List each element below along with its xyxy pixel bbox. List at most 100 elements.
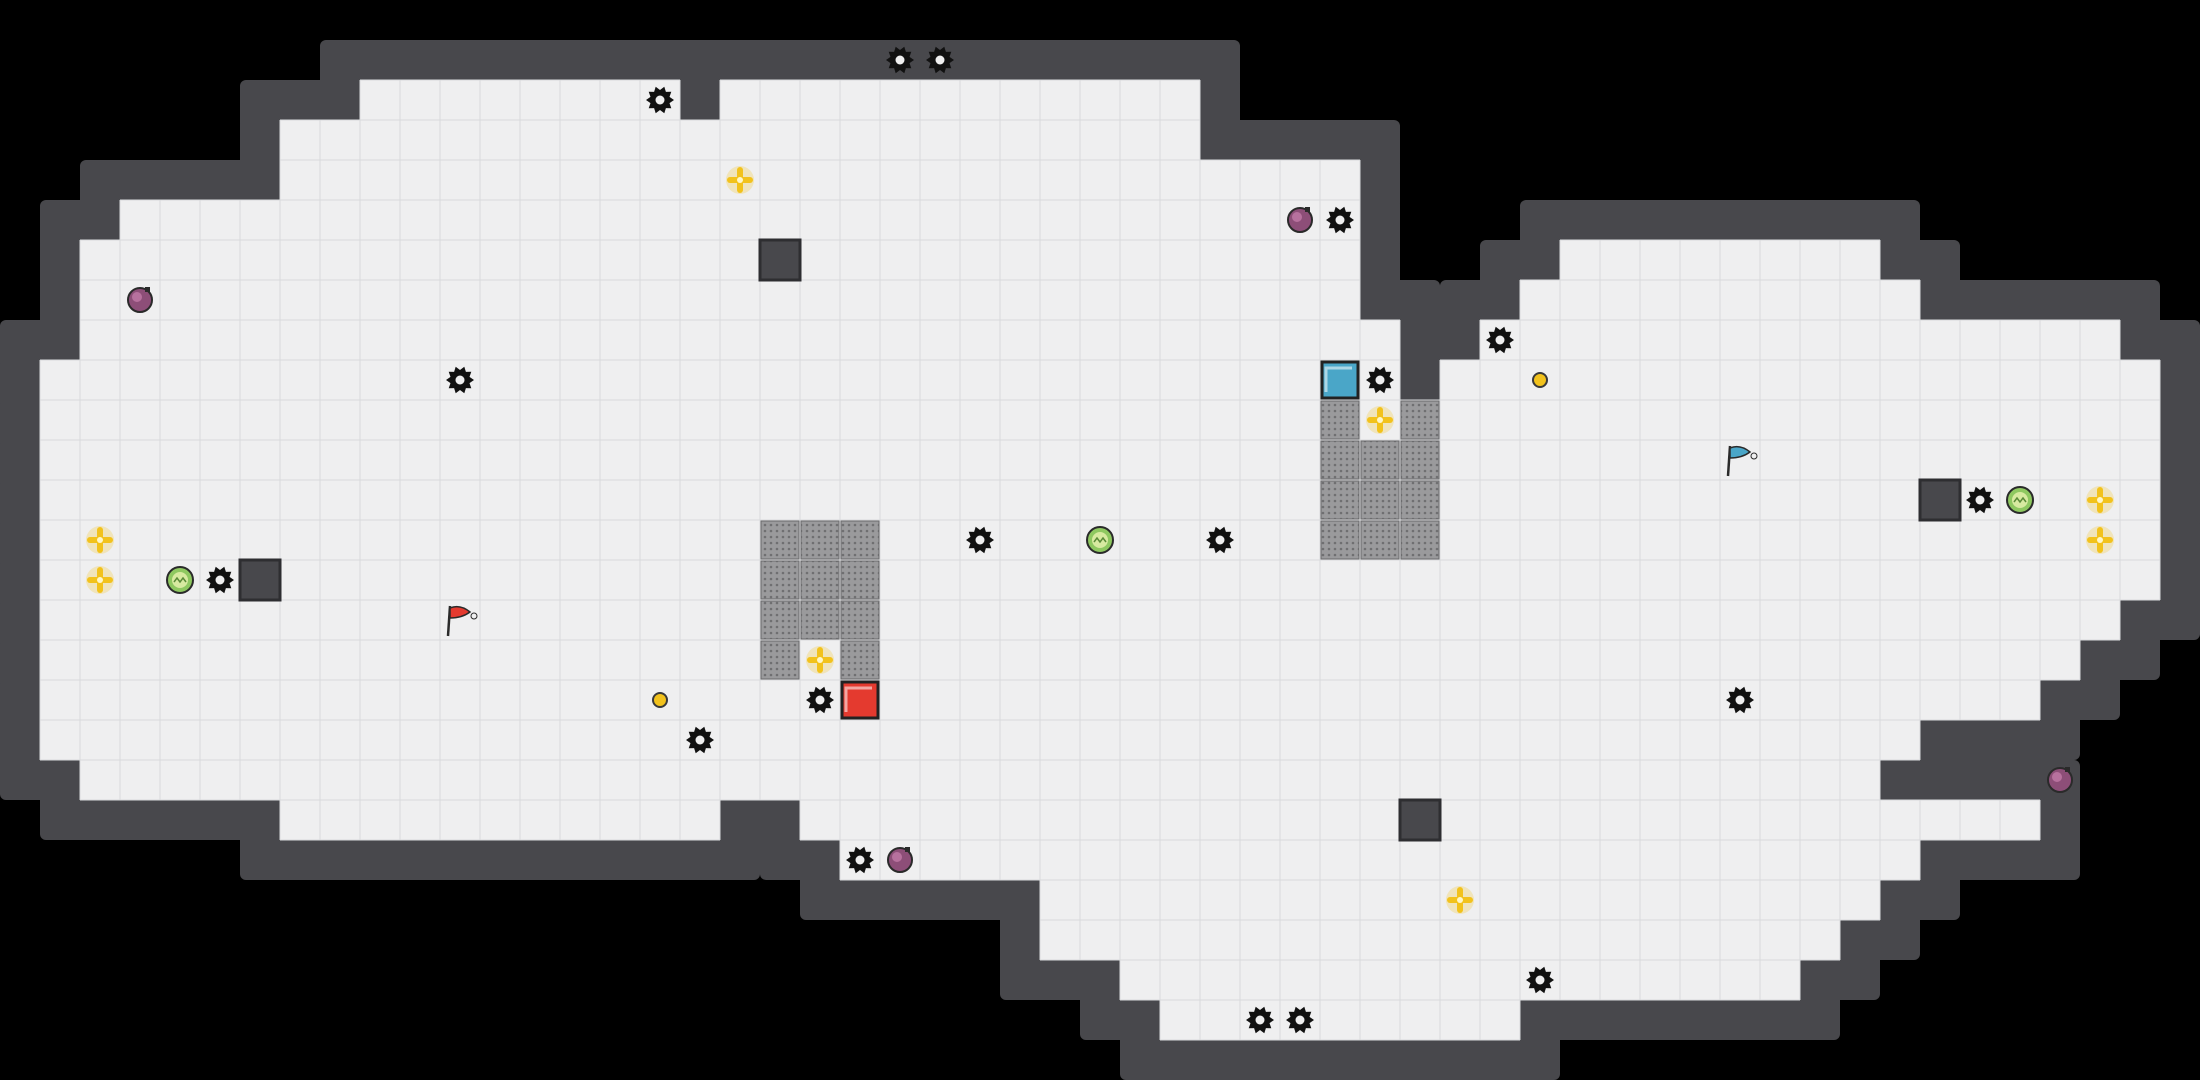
pod-inner xyxy=(2012,492,2028,508)
spark-core xyxy=(2097,537,2103,543)
saw-blade-icon xyxy=(446,366,474,394)
red-flag-icon xyxy=(446,605,478,637)
saw-hub xyxy=(975,535,985,545)
saw-hub xyxy=(655,95,665,105)
floor-region xyxy=(1920,680,2040,720)
saw-blade-icon xyxy=(1726,686,1754,714)
spark-icon xyxy=(806,646,834,674)
spark-icon xyxy=(1366,406,1394,434)
floor-grid xyxy=(39,79,2161,1041)
spark-icon xyxy=(86,566,114,594)
wall-block xyxy=(758,238,802,282)
spark-core xyxy=(1377,417,1383,423)
wall-block xyxy=(1398,798,1442,842)
green-pod-icon xyxy=(166,566,194,594)
item-layer xyxy=(86,46,2114,1034)
saw-hub xyxy=(855,855,865,865)
bomb-icon xyxy=(887,847,913,873)
floor-region xyxy=(40,560,1920,600)
saw-hub xyxy=(1295,1015,1305,1025)
bomb-icon xyxy=(127,287,153,313)
grate-tile xyxy=(840,520,880,560)
saw-hub xyxy=(1255,1015,1265,1025)
saw-hub xyxy=(215,575,225,585)
wall-block xyxy=(238,558,282,602)
floor-region xyxy=(840,840,1920,880)
saw-hub xyxy=(1215,535,1225,545)
floor-region xyxy=(40,680,1920,720)
grate-tile xyxy=(800,600,840,640)
player-shine xyxy=(844,686,872,712)
saw-hub xyxy=(1495,335,1505,345)
spark-core xyxy=(2097,497,2103,503)
spark-core xyxy=(97,537,103,543)
saw-hub xyxy=(895,55,905,65)
spark-icon xyxy=(726,166,754,194)
saw-blade-icon xyxy=(926,46,954,74)
bomb-shine xyxy=(132,292,142,302)
spark-core xyxy=(817,657,823,663)
block-layer xyxy=(238,238,1962,842)
saw-blade-icon xyxy=(966,526,994,554)
player-shine xyxy=(1324,366,1352,392)
bomb-icon xyxy=(2047,767,2073,793)
saw-blade-icon xyxy=(1326,206,1354,234)
green-pod-icon xyxy=(1086,526,1114,554)
grate-tile xyxy=(840,560,880,600)
saw-hub xyxy=(1535,975,1545,985)
saw-blade-icon xyxy=(1526,966,1554,994)
flag-cloth xyxy=(1729,445,1752,459)
blue-player[interactable] xyxy=(1320,360,1360,400)
grate-tile xyxy=(760,520,800,560)
saw-blade-icon xyxy=(1366,366,1394,394)
spark-icon xyxy=(86,526,114,554)
saw-hub xyxy=(695,735,705,745)
grate-tile xyxy=(1400,440,1440,480)
grate-tile xyxy=(800,560,840,600)
floor-region xyxy=(40,720,1920,760)
bomb-fuse xyxy=(1305,207,1310,212)
grate-tile xyxy=(840,640,880,680)
pod-inner xyxy=(1092,532,1108,548)
bomb-icon xyxy=(1287,207,1313,233)
grate-tile xyxy=(1400,400,1440,440)
floor-region xyxy=(80,760,1880,800)
coin-icon xyxy=(1532,372,1548,388)
bomb-fuse xyxy=(145,287,150,292)
pod-inner xyxy=(172,572,188,588)
grate-tile xyxy=(1400,520,1440,560)
bomb-fuse xyxy=(2065,767,2070,772)
floor-region xyxy=(40,440,1920,480)
floor-region xyxy=(280,800,720,840)
saw-hub xyxy=(935,55,945,65)
grate-tile xyxy=(1400,480,1440,520)
floor-region xyxy=(80,320,1400,360)
saw-hub xyxy=(455,375,465,385)
wall-block xyxy=(1918,478,1962,522)
spark-core xyxy=(737,177,743,183)
saw-blade-icon xyxy=(846,846,874,874)
grate-tile xyxy=(1320,480,1360,520)
flag-tip xyxy=(470,612,478,620)
coin-icon xyxy=(652,692,668,708)
spark-core xyxy=(1457,897,1463,903)
grate-tile xyxy=(840,600,880,640)
bomb-fuse xyxy=(905,847,910,852)
saw-blade-icon xyxy=(646,86,674,114)
flag-cloth xyxy=(449,605,472,619)
floor-region xyxy=(280,160,1360,200)
red-player[interactable] xyxy=(840,680,880,720)
saw-blade-icon xyxy=(806,686,834,714)
saw-hub xyxy=(1375,375,1385,385)
floor-region xyxy=(40,480,1920,520)
saw-blade-icon xyxy=(686,726,714,754)
saw-blade-icon xyxy=(1966,486,1994,514)
spark-icon xyxy=(1446,886,1474,914)
bomb-shine xyxy=(1292,212,1302,222)
grate-tile xyxy=(1320,520,1360,560)
bomb-shine xyxy=(892,852,902,862)
grate-tile xyxy=(1320,400,1360,440)
floor-region xyxy=(40,640,1920,680)
